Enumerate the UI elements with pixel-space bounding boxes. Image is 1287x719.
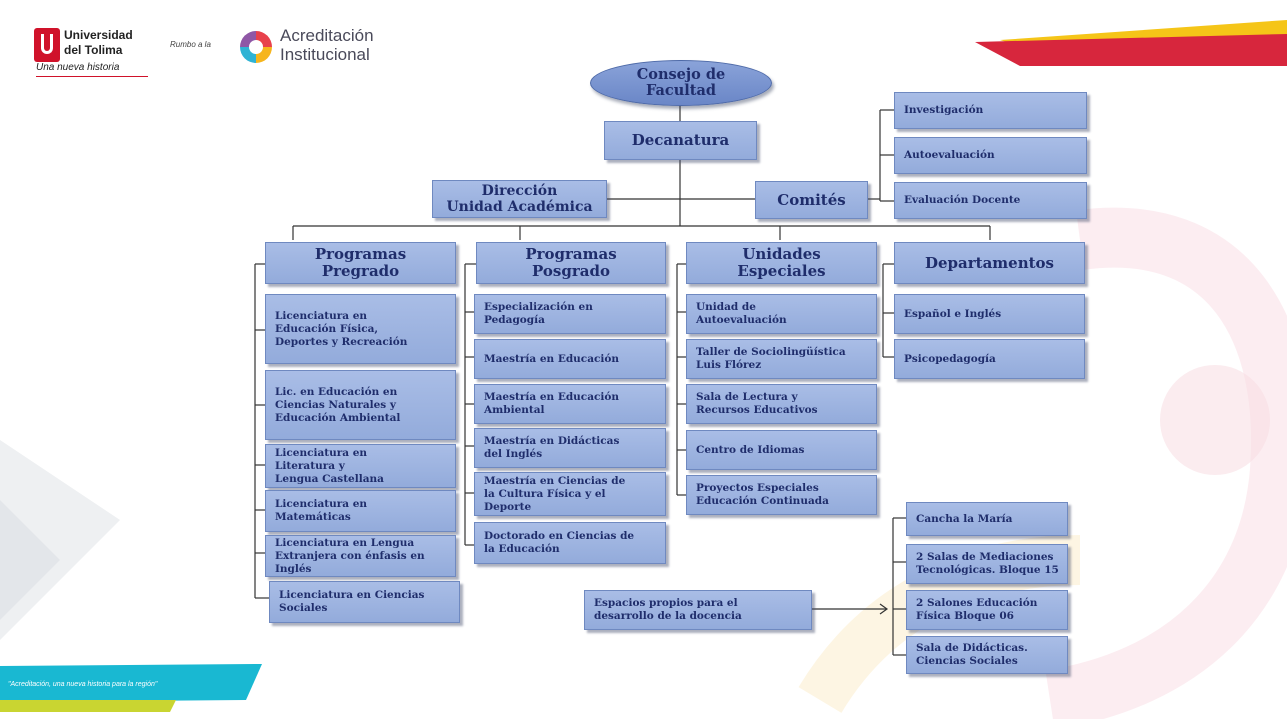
node-comites: Comités: [755, 181, 868, 219]
pregrado-item: Licenciatura en Ciencias Sociales: [269, 581, 460, 623]
decor-wedge-left-2: [0, 500, 60, 620]
category-unidades-especiales: Unidades Especiales: [686, 242, 877, 284]
unidades-item: Taller de Sociolingüística Luis Flórez: [686, 339, 877, 379]
pregrado-item: Licenciatura en Educación Física, Deport…: [265, 294, 456, 364]
accreditation-icon-center: [249, 40, 263, 54]
node-espacios-propios: Espacios propios para el desarrollo de l…: [584, 590, 812, 630]
decor-ring-right: [1045, 207, 1287, 719]
slogan-text: "Acreditación, una nueva historia para l…: [8, 681, 158, 688]
pregrado-item: Licenciatura en Literatura y Lengua Cast…: [265, 444, 456, 488]
departamentos-item: Psicopedagogía: [894, 339, 1085, 379]
posgrado-item: Especialización en Pedagogía: [474, 294, 666, 334]
posgrado-item: Maestría en Educación: [474, 339, 666, 379]
comite-autoevaluacion: Autoevaluación: [894, 137, 1087, 174]
posgrado-item: Doctorado en Ciencias de la Educación: [474, 522, 666, 564]
decor-circle-right: [1160, 365, 1270, 475]
university-name-1: Universidad: [64, 28, 133, 42]
comite-evaluacion-docente: Evaluación Docente: [894, 182, 1087, 219]
pregrado-item: Licenciatura en Matemáticas: [265, 490, 456, 532]
node-consejo-de-facultad: Consejo de Facultad: [590, 60, 772, 106]
espacios-item: Cancha la María: [906, 502, 1068, 536]
slogan-banner-yellow: [0, 700, 176, 712]
node-decanatura: Decanatura: [604, 121, 757, 160]
ribbon-red: [975, 34, 1287, 66]
unidades-item: Sala de Lectura y Recursos Educativos: [686, 384, 877, 424]
espacios-item: 2 Salones Educación Física Bloque 06: [906, 590, 1068, 630]
connectors: [254, 103, 991, 656]
unidades-item: Centro de Idiomas: [686, 430, 877, 470]
posgrado-item: Maestría en Educación Ambiental: [474, 384, 666, 424]
unidades-item: Proyectos Especiales Educación Continuad…: [686, 475, 877, 515]
pregrado-item: Lic. en Educación en Ciencias Naturales …: [265, 370, 456, 440]
category-departamentos: Departamentos: [894, 242, 1085, 284]
pregrado-item: Licenciatura en Lengua Extranjera con én…: [265, 535, 456, 577]
unidades-item: Unidad de Autoevaluación: [686, 294, 877, 334]
espacios-item: Sala de Didácticas. Ciencias Sociales: [906, 636, 1068, 674]
node-direccion-unidad-academica: Dirección Unidad Académica: [432, 180, 607, 218]
rumbo-text: Rumbo a la: [170, 40, 211, 49]
university-tagline: Una nueva historia: [36, 62, 120, 73]
university-logo: [34, 28, 60, 62]
posgrado-item: Maestría en Ciencias de la Cultura Físic…: [474, 472, 666, 516]
espacios-item: 2 Salas de Mediaciones Tecnológicas. Blo…: [906, 544, 1068, 584]
departamentos-item: Español e Inglés: [894, 294, 1085, 334]
posgrado-item: Maestría en Didácticas del Inglés: [474, 428, 666, 468]
tagline-underline: [36, 76, 148, 77]
accreditation-line1: Acreditación: [280, 26, 374, 45]
category-programas-posgrado: Programas Posgrado: [476, 242, 666, 284]
university-name-2: del Tolima: [64, 43, 123, 57]
slogan-banner: [0, 664, 262, 702]
accreditation-icon: [240, 31, 272, 63]
category-programas-pregrado: Programas Pregrado: [265, 242, 456, 284]
accreditation-line2: Institucional: [280, 45, 370, 64]
comite-investigacion: Investigación: [894, 92, 1087, 129]
logo-mark: [41, 34, 53, 54]
